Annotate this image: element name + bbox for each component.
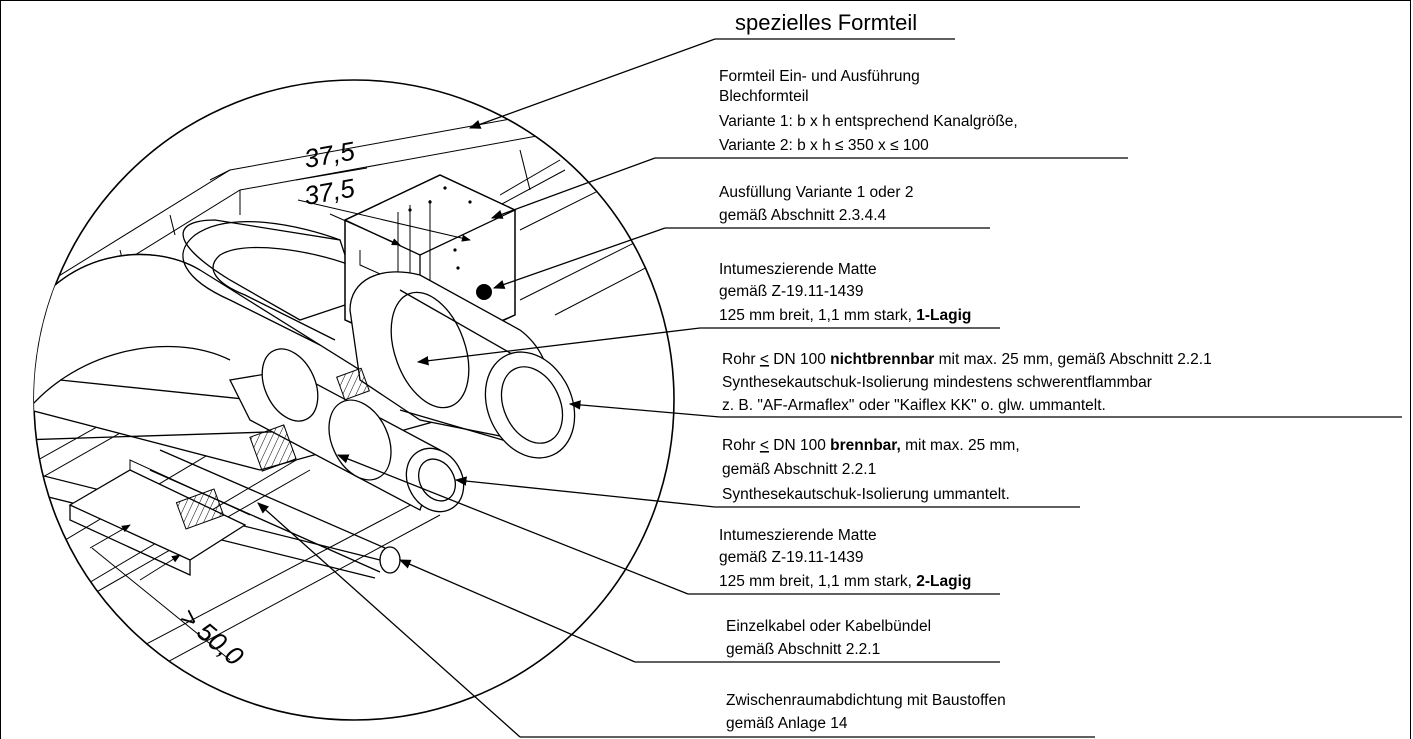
page-title: spezielles Formteil bbox=[735, 10, 917, 35]
title-block: spezielles Formteil bbox=[468, 10, 955, 129]
callout-matte-2-line: 125 mm breit, 1,1 mm stark, 2-Lagig bbox=[719, 573, 971, 590]
callout-ausfuellung-line: Ausfüllung Variante 1 oder 2 bbox=[719, 184, 913, 201]
dimension-bottom-value: > 50,0 bbox=[174, 602, 250, 672]
callout-rohr-nb-line: z. B. "AF-Armaflex" oder "Kaiflex KK" o.… bbox=[722, 397, 1106, 414]
callout-rohr-b-line: Rohr < DN 100 brennbar, mit max. 25 mm, bbox=[722, 437, 1020, 454]
callout-formteil-line: Blechformteil bbox=[719, 88, 809, 105]
callout-formteil-line: Formteil Ein- und Ausführung bbox=[719, 68, 920, 85]
callout-rohr-nb-line: Synthesekautschuk-Isolierung mindestens … bbox=[722, 374, 1152, 391]
callout-rohr-brennbar: Rohr < DN 100 brennbar, mit max. 25 mm, … bbox=[454, 437, 1080, 508]
callout-matte-1-line: Intumeszierende Matte bbox=[719, 261, 877, 278]
callout-matte-1-line: gemäß Z-19.11-1439 bbox=[719, 283, 863, 300]
callout-zwischenraum-line: gemäß Anlage 14 bbox=[726, 715, 848, 732]
callout-ausfuellung-line: gemäß Abschnitt 2.3.4.4 bbox=[719, 207, 887, 224]
callout-kabel-line: Einzelkabel oder Kabelbündel bbox=[726, 618, 931, 635]
callout-kabel-line: gemäß Abschnitt 2.2.1 bbox=[726, 641, 880, 658]
callout-matte-2: Intumeszierende Matte gemäß Z-19.11-1439… bbox=[336, 454, 1000, 595]
callout-rohr-b-line: gemäß Abschnitt 2.2.1 bbox=[722, 461, 876, 478]
callout-formteil-line: Variante 2: b x h ≤ 350 x ≤ 100 bbox=[719, 137, 929, 154]
callout-zwischenraum: Zwischenraumabdichtung mit Baustoffen ge… bbox=[257, 502, 1095, 738]
isometric-view bbox=[34, 109, 674, 720]
callout-matte-1-line: 125 mm breit, 1,1 mm stark, 1-Lagig bbox=[719, 307, 971, 324]
dimension-top-value-1: 37,5 bbox=[302, 135, 358, 173]
callout-matte-2-line: gemäß Z-19.11-1439 bbox=[719, 549, 863, 566]
callout-ausfuellung: Ausfüllung Variante 1 oder 2 gemäß Absch… bbox=[492, 184, 990, 289]
callout-matte-1: Intumeszierende Matte gemäß Z-19.11-1439… bbox=[416, 261, 1000, 366]
dimension-top-value-2: 37,5 bbox=[302, 172, 358, 210]
callout-matte-2-line: Intumeszierende Matte bbox=[719, 527, 877, 544]
callout-rohr-nichtbrennbar: Rohr < DN 100 nichtbrennbar mit max. 25 … bbox=[568, 351, 1402, 418]
callout-zwischenraum-line: Zwischenraumabdichtung mit Baustoffen bbox=[726, 692, 1006, 709]
callout-rohr-nb-line: Rohr < DN 100 nichtbrennbar mit max. 25 … bbox=[722, 351, 1212, 368]
callout-formteil-line: Variante 1: b x h entsprechend Kanalgröß… bbox=[719, 113, 1018, 130]
callout-rohr-b-line: Synthesekautschuk-Isolierung ummantelt. bbox=[722, 486, 1010, 503]
callout-formteil: Formteil Ein- und Ausführung Blechformte… bbox=[490, 68, 1128, 219]
callout-kabel: Einzelkabel oder Kabelbündel gemäß Absch… bbox=[398, 559, 1000, 663]
box-point-icon bbox=[476, 284, 492, 300]
